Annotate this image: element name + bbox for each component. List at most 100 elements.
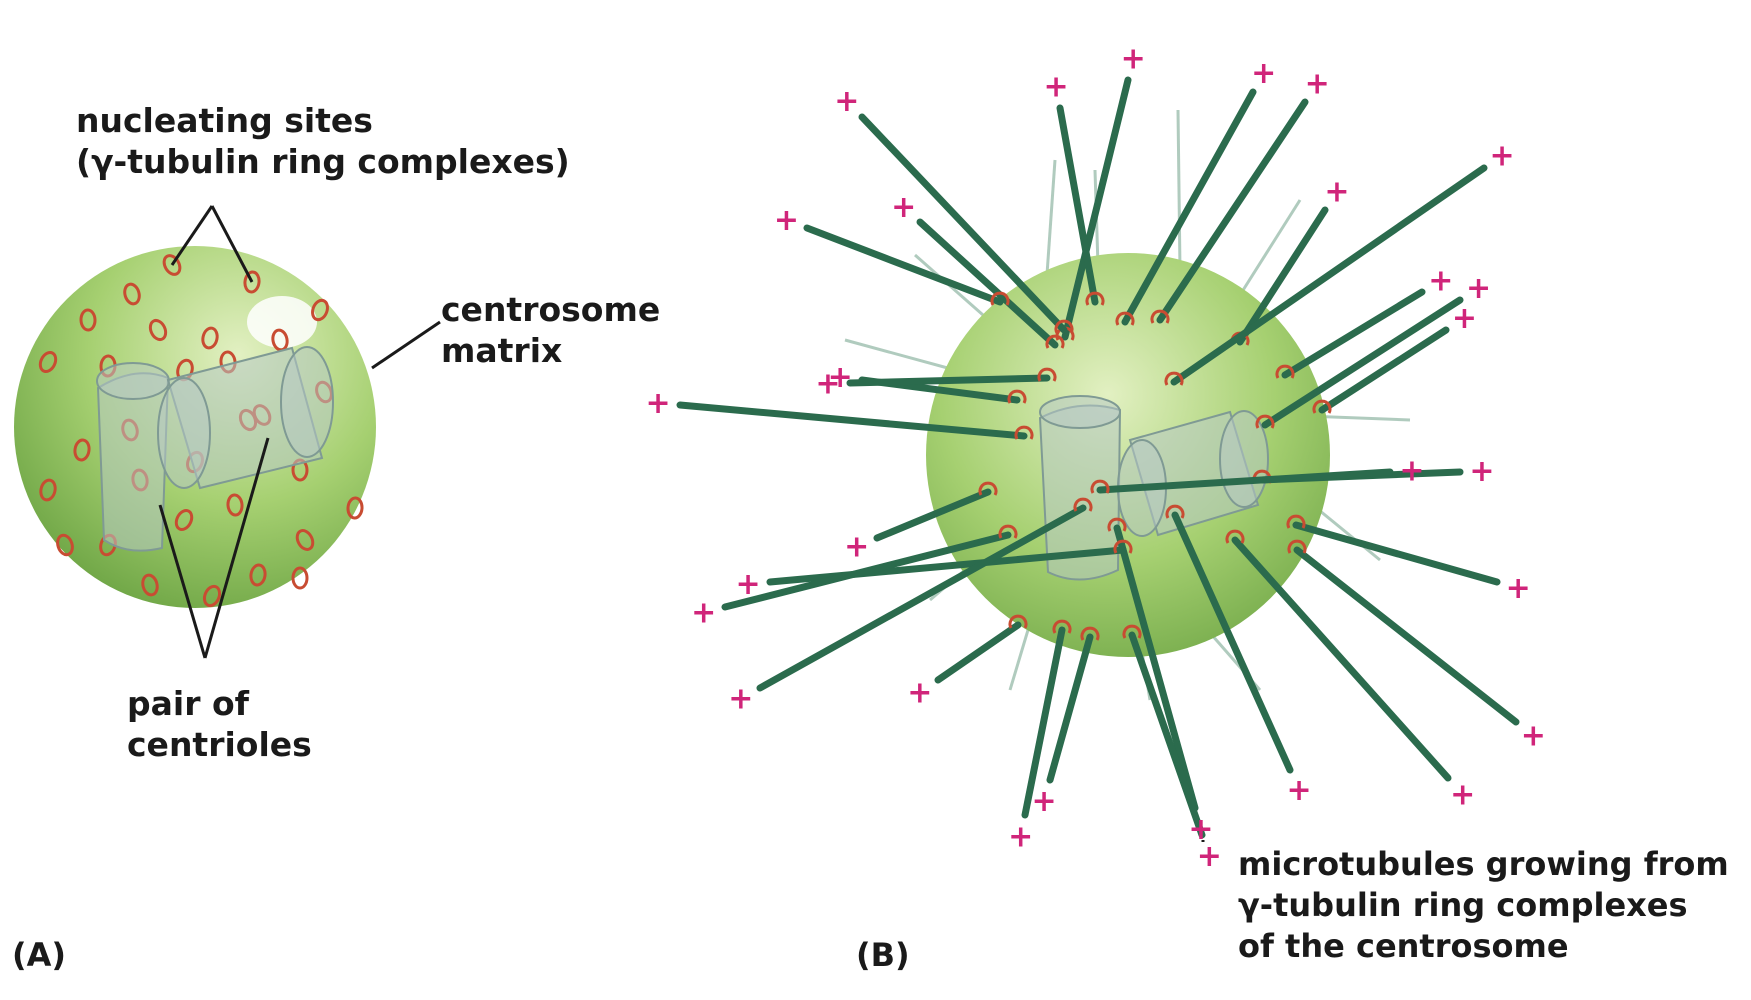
plus-end-icon: + <box>1251 56 1276 91</box>
plus-end-icon: + <box>844 529 869 564</box>
ring-complex-icon <box>1073 497 1093 512</box>
ring-complex-icon <box>1275 364 1295 379</box>
ring-complex-icon <box>1054 319 1074 334</box>
microtubule <box>1021 626 1066 819</box>
leader-lines-a <box>158 205 441 659</box>
panel-a-tag: (A) <box>12 936 67 974</box>
ring-complex-icon <box>998 524 1018 539</box>
plus-end-icon: + <box>828 360 853 395</box>
plus-end-icon: + <box>907 675 932 710</box>
plus-end-icon: + <box>834 84 859 119</box>
plus-end-icon: + <box>1032 784 1057 819</box>
faint-microtubule <box>844 338 956 372</box>
plus-end-icon: + <box>1450 777 1475 812</box>
faint-microtubule <box>1176 109 1182 271</box>
plus-end-icon: + <box>1490 139 1515 174</box>
ring-complex-icon <box>141 573 159 597</box>
plus-end-icon: + <box>1469 454 1494 489</box>
panel-a-centrosome <box>14 205 441 659</box>
ring-complex-icon <box>249 563 267 587</box>
plus-end-icon: + <box>815 367 840 402</box>
microtubule <box>756 504 1087 692</box>
plus-end-icon: + <box>1452 301 1477 336</box>
ring-complex-icon <box>1080 626 1100 641</box>
label-microtubules-growing: microtubules growing from γ-tubulin ring… <box>1238 844 1729 967</box>
ring-complex-icon <box>1014 425 1034 440</box>
microtubule <box>1113 524 1199 812</box>
microtubule <box>1056 104 1099 306</box>
microtubule <box>1281 288 1426 379</box>
plus-end-icon: + <box>1008 820 1033 855</box>
label-line: nucleating sites <box>76 101 373 140</box>
ring-complex-icon <box>1085 291 1105 306</box>
microtubule <box>1171 511 1294 774</box>
ring-complex-icon <box>1008 614 1028 629</box>
ring-complex-icon <box>1312 399 1332 414</box>
ring-complex-icon <box>990 291 1010 306</box>
ring-complex-icon <box>1045 334 1065 349</box>
microtubule <box>873 488 992 542</box>
plus-end-icon: + <box>1286 773 1311 808</box>
microtubule <box>846 374 1051 387</box>
microtubule <box>1096 468 1394 494</box>
ring-complex-icon <box>1113 539 1133 554</box>
ring-complex-icon <box>311 298 329 322</box>
plus-end-icon: + <box>728 682 753 717</box>
microtubule <box>1292 521 1501 586</box>
ring-complex-icon <box>978 481 998 496</box>
microtubule <box>934 621 1022 684</box>
ring-complex-icon <box>73 438 91 462</box>
ring-complex-icon <box>1037 367 1057 382</box>
faint-microtubule <box>1238 199 1302 296</box>
ring-complex-icon <box>1007 389 1027 404</box>
ring-complex-icon <box>1115 311 1135 326</box>
ring-complex-icon <box>291 566 309 590</box>
ring-complex-icon <box>148 318 168 342</box>
ring-complex-icon <box>243 270 261 294</box>
ring-complex-icon <box>162 254 182 276</box>
plus-end-icon: + <box>736 567 761 602</box>
panel-b-tag: (B) <box>856 936 910 974</box>
ring-complex-icon <box>1255 414 1275 429</box>
plus-end-icon: + <box>891 190 916 225</box>
ring-complex-icon <box>202 584 222 608</box>
label-line: microtubules growing from <box>1238 845 1729 883</box>
plus-end-icon: + <box>691 595 716 630</box>
ring-complex-icon <box>1107 517 1127 532</box>
microtubule <box>916 218 1059 349</box>
plus-end-icon: + <box>1188 812 1213 847</box>
label-line: (γ-tubulin ring complexes) <box>76 142 570 181</box>
microtubule <box>803 224 1004 306</box>
ring-complex-icon <box>1052 619 1072 634</box>
ring-complex-icon <box>56 533 74 557</box>
sphere-highlight <box>247 296 317 348</box>
plus-end-icon: + <box>1399 454 1424 489</box>
label-nucleating-sites: nucleating sites (γ-tubulin ring complex… <box>76 100 570 182</box>
plus-end-icon: + <box>1324 175 1349 210</box>
microtubule <box>1231 536 1452 782</box>
microtubule <box>766 546 1127 586</box>
plus-end-icon: + <box>1428 264 1453 299</box>
microtubule <box>1261 296 1464 429</box>
ring-complex-icon <box>1287 539 1307 554</box>
ring-complex-icon <box>123 282 141 306</box>
ring-complex-icon <box>226 493 244 517</box>
ring-complex-icon <box>1150 309 1170 324</box>
label-line: pair of <box>127 684 249 723</box>
ring-complex-icon <box>295 529 315 551</box>
plus-end-icon: + <box>1305 67 1330 102</box>
ring-complex-icon <box>1165 504 1185 519</box>
plus-ends-group: ++++++++++++++++++++++++++++++ <box>646 42 1546 874</box>
ring-complex-icon <box>1122 624 1142 639</box>
centriole-pair <box>1038 395 1269 581</box>
label-line: of the centrosome <box>1238 927 1569 965</box>
microtubule <box>721 531 1012 611</box>
ring-complex-icon <box>79 308 97 332</box>
centriole-pair <box>96 346 334 552</box>
label-line: γ-tubulin ring complexes <box>1238 886 1688 924</box>
plus-end-icon: + <box>1506 571 1531 606</box>
microtubule <box>1046 633 1094 784</box>
plus-end-icon: + <box>1121 42 1146 77</box>
ring-complex-icon <box>1286 514 1306 529</box>
